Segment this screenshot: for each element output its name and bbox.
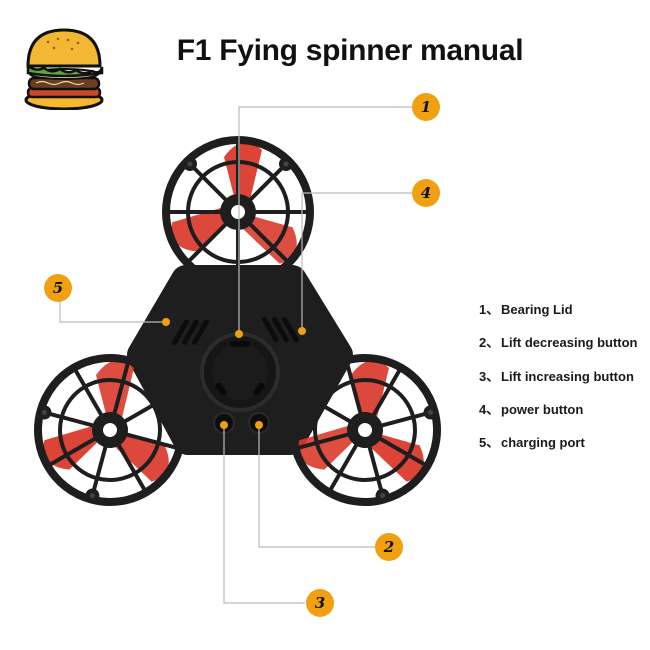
page-title: F1 Fying spinner manual — [176, 34, 524, 67]
legend-label: power button — [501, 401, 584, 417]
legend-number: 3、 — [479, 368, 500, 384]
burger-icon — [24, 28, 104, 110]
legend-label: Bearing Lid — [501, 302, 573, 317]
legend-number: 4、 — [479, 401, 500, 417]
power-button-marker — [298, 327, 306, 335]
callout-badge-5: 5 — [44, 274, 72, 302]
legend-item: 3、Lift increasing button — [479, 368, 638, 401]
legend-item: 2、Lift decreasing button — [479, 334, 638, 367]
bearing-lid — [200, 332, 280, 412]
svg-text:4: 4 — [421, 184, 431, 202]
legend-item: 1、Bearing Lid — [479, 301, 638, 334]
bearing-lid-marker — [235, 330, 243, 338]
parts-legend: 1、Bearing Lid 2、Lift decreasing button 3… — [479, 301, 638, 467]
legend-number: 1、 — [479, 302, 500, 317]
legend-label: Lift decreasing button — [501, 335, 638, 351]
callout-badge-1: 1 — [412, 93, 440, 121]
legend-label: Lift increasing button — [501, 368, 634, 384]
callout-badge-2: 2 — [375, 533, 403, 561]
legend-label: charging port — [501, 435, 585, 451]
svg-text:1: 1 — [421, 98, 431, 116]
lift-decreasing-marker — [255, 421, 263, 429]
svg-text:2: 2 — [383, 538, 394, 556]
legend-item: 5、charging port — [479, 434, 638, 467]
legend-number: 5、 — [479, 435, 500, 451]
legend-item: 4、power button — [479, 401, 638, 434]
svg-text:5: 5 — [53, 279, 63, 297]
charging-port-marker — [162, 318, 170, 326]
lift-increasing-marker — [220, 421, 228, 429]
callout-badge-4: 4 — [412, 179, 440, 207]
callout-badge-3: 3 — [306, 589, 334, 617]
svg-text:3: 3 — [315, 594, 325, 612]
fan-top — [166, 140, 310, 284]
legend-number: 2、 — [479, 335, 500, 351]
